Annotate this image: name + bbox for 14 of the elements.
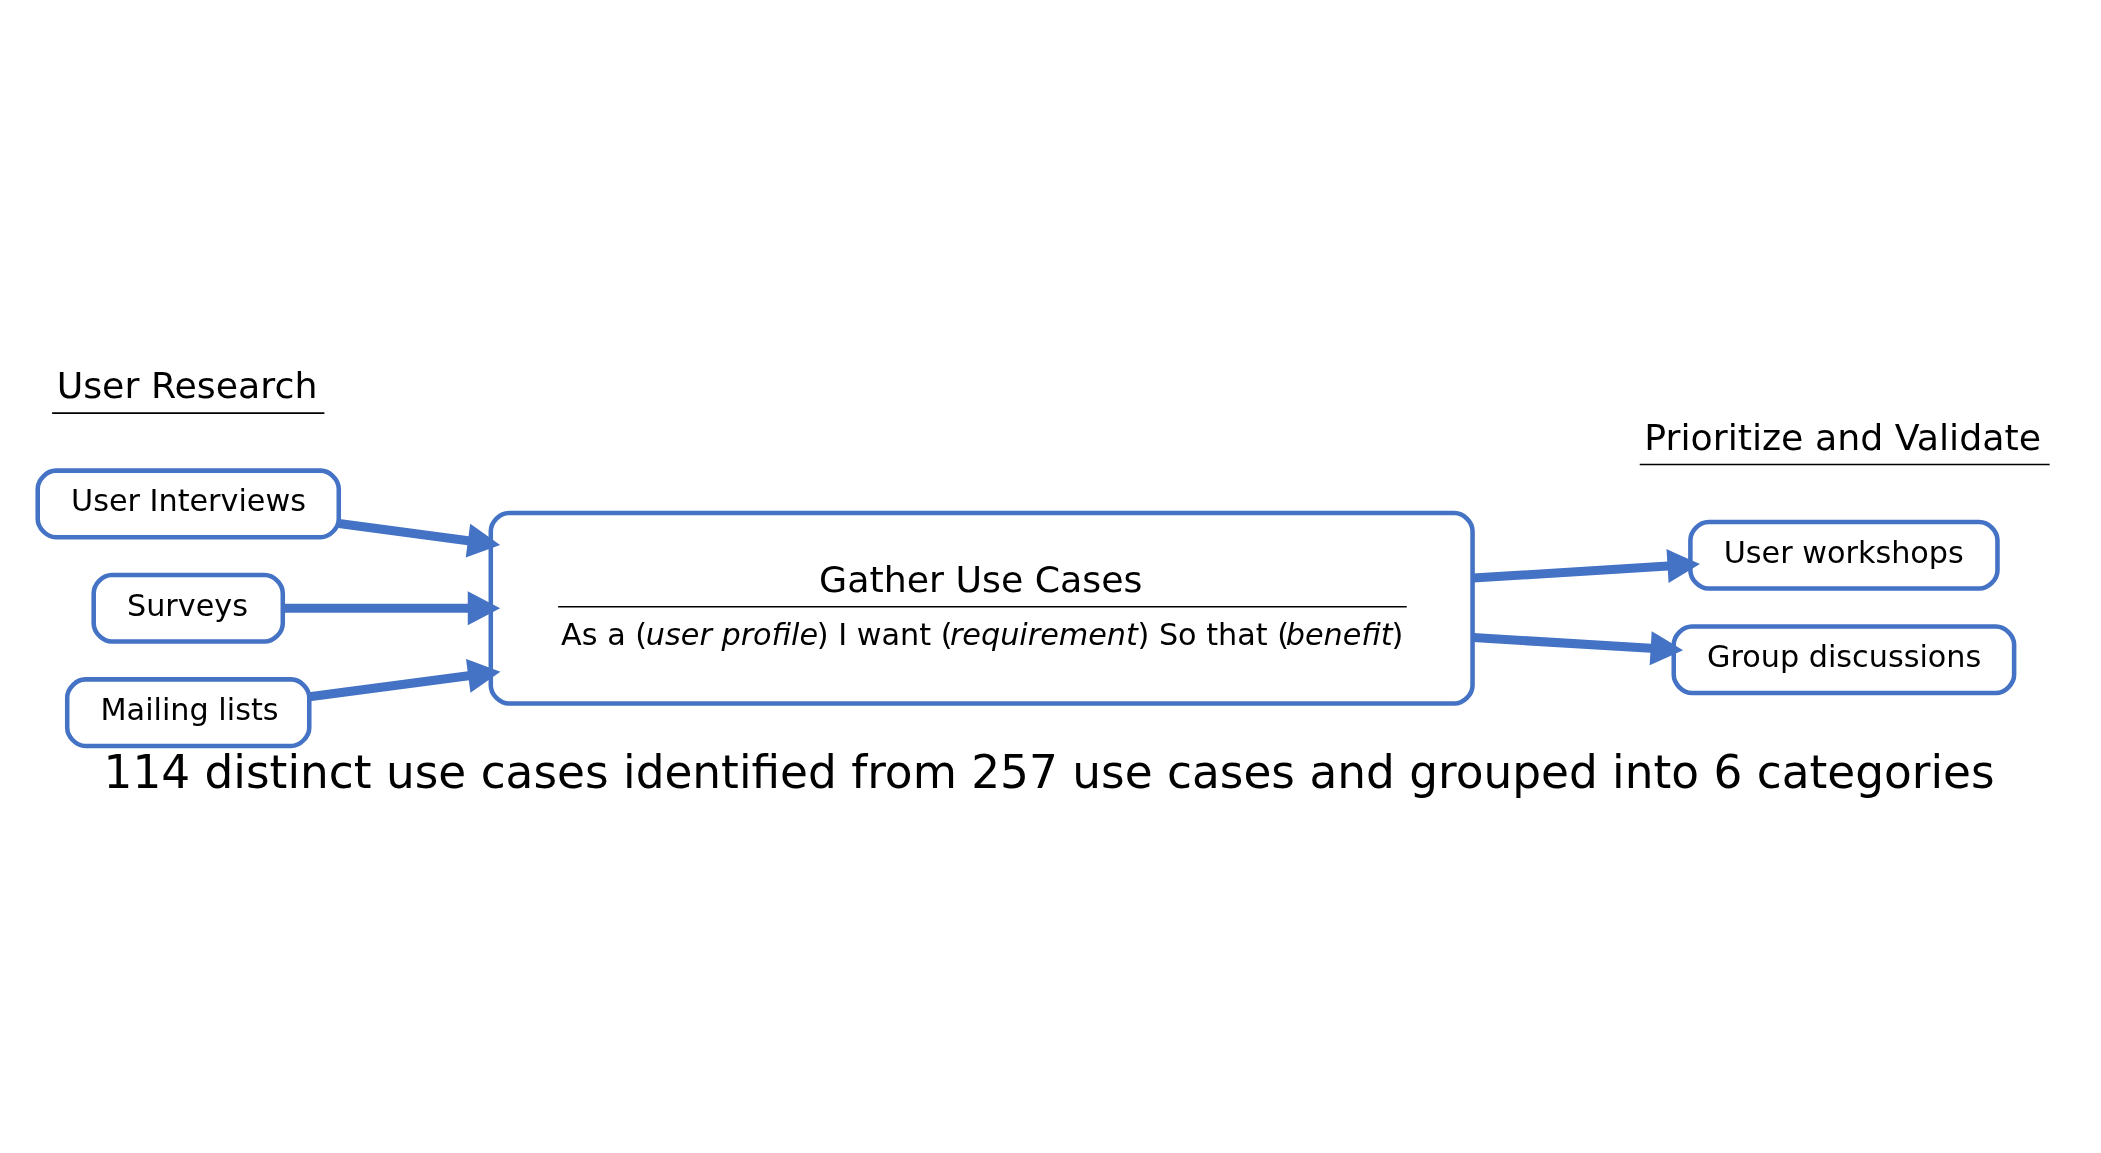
node-box: Group discussions	[1671, 624, 2017, 696]
arrow	[308, 658, 501, 702]
label: Prioritize and Validate	[1644, 415, 2042, 459]
node-box: User workshops	[1688, 519, 2000, 591]
node-box: Gather Use Cases As a (user profile) I want (requirement) So that (benefit)	[488, 510, 1475, 706]
arrow	[338, 519, 501, 558]
arrow	[283, 591, 501, 626]
label: User Research	[56, 364, 318, 408]
arrow	[1472, 631, 1684, 666]
arrow	[1472, 549, 1700, 584]
node-box: User Interviews	[35, 468, 342, 540]
caption: 114 distinct use cases identified from 257 use cases and grouped into 6 categories	[103, 746, 1995, 800]
node-box: Surveys	[91, 572, 286, 644]
node-box: Mailing lists	[64, 677, 312, 749]
